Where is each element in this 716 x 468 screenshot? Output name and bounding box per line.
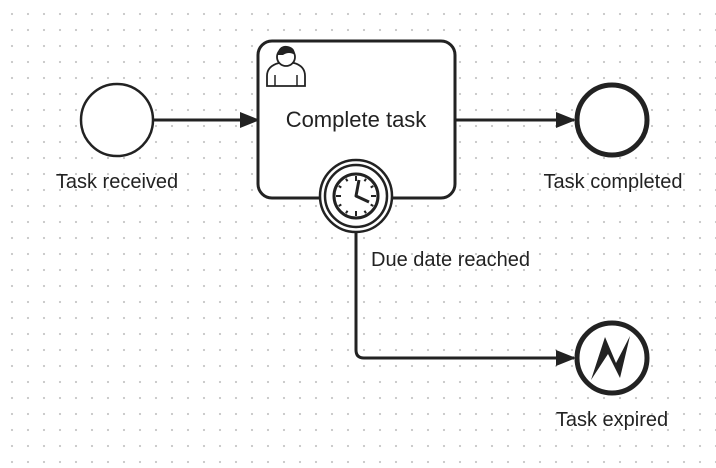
clock-icon xyxy=(332,172,380,220)
end-event-completed[interactable] xyxy=(574,82,650,158)
start-event-label: Task received xyxy=(56,171,178,193)
start-event[interactable] xyxy=(79,82,155,158)
lightning-icon xyxy=(591,336,630,380)
timer-boundary-label: Due date reached xyxy=(371,249,530,271)
user-icon xyxy=(266,45,306,87)
sequence-flow-timer-to-expired[interactable] xyxy=(354,233,576,366)
user-task-label: Complete task xyxy=(286,107,428,132)
end-event-completed-label: Task completed xyxy=(544,171,683,193)
end-event-expired-label: Task expired xyxy=(556,409,668,431)
